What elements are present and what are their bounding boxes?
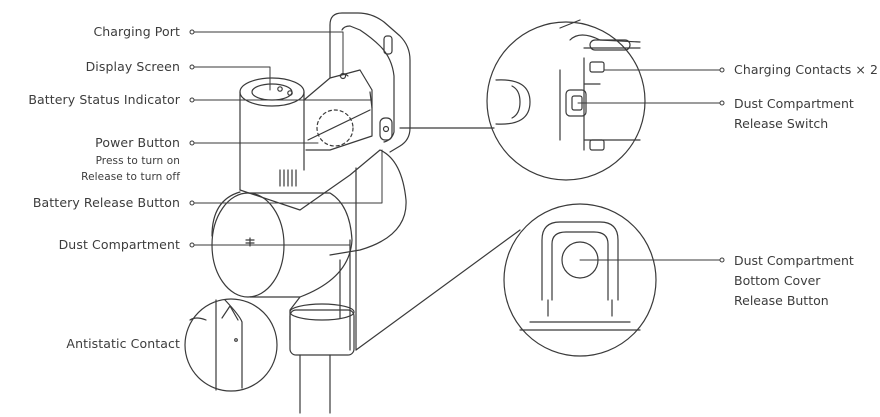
vacuum-battery: [239, 77, 305, 191]
label-power-note-on: Press to turn on: [95, 155, 180, 167]
label-bottom-cover-line3: Release Button: [734, 293, 829, 308]
label-bottom-cover-line2: Bottom Cover: [734, 273, 821, 288]
label-display-screen: Display Screen: [85, 59, 180, 74]
label-power-button: Power Button: [95, 135, 180, 150]
vacuum-handle: [329, 12, 411, 153]
vacuum-neck: [303, 69, 373, 151]
zoom-charging-contacts: [486, 19, 646, 181]
label-power-note-off: Release to turn off: [81, 171, 180, 183]
leader-lines-right: [577, 67, 725, 263]
label-release-switch-line1: Dust Compartment: [734, 96, 854, 111]
zoom-antistatic: [184, 298, 278, 392]
label-release-switch: Dust Compartment Release Switch: [734, 94, 854, 134]
label-bottom-cover: Dust Compartment Bottom Cover Release Bu…: [734, 251, 854, 311]
label-charging-contacts: Charging Contacts × 2: [734, 62, 879, 77]
label-release-switch-line2: Release Switch: [734, 116, 829, 131]
connector-lines: [355, 127, 521, 351]
label-bottom-cover-line1: Dust Compartment: [734, 253, 854, 268]
label-antistatic-contact: Antistatic Contact: [66, 336, 180, 351]
vacuum-tube: [289, 167, 357, 414]
leader-lines-left: [189, 29, 383, 248]
label-battery-release-button: Battery Release Button: [32, 195, 180, 210]
zoom-bottom-cover: [503, 203, 657, 357]
label-dust-compartment: Dust Compartment: [58, 237, 180, 252]
label-charging-port: Charging Port: [93, 24, 180, 39]
label-battery-status-indicator: Battery Status Indicator: [28, 92, 180, 107]
